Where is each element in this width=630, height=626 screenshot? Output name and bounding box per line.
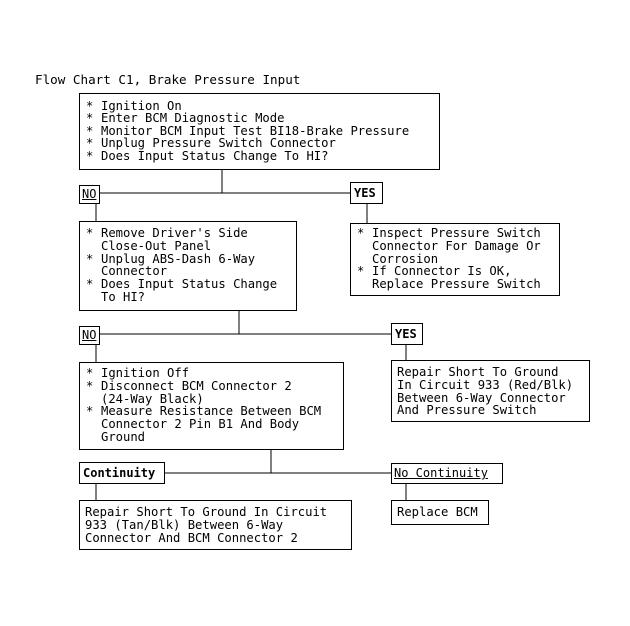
step2-yes-item: *Inspect Pressure Switch Connector For D… (357, 226, 541, 266)
step3-yes-line: Between 6-Way Connector (397, 390, 566, 405)
step3-no-item: *Disconnect BCM Connector 2 (24-Way Blac… (86, 378, 292, 406)
result-no-continuity-line: Replace BCM (397, 505, 478, 519)
branch1-yes-label: YES (350, 182, 383, 204)
step1-item: *Enter BCM Diagnostic Mode (86, 111, 285, 126)
branch2-no-label: NO (79, 326, 100, 345)
branch2-yes-label: YES (391, 323, 423, 345)
step3-yes-box: Repair Short To Ground In Circuit 933 (R… (391, 360, 590, 422)
result-continuity-line: Repair Short To Ground In Circuit (85, 505, 328, 519)
result-no-continuity-box: Replace BCM (391, 500, 489, 525)
result-continuity-line: Connector And BCM Connector 2 (85, 530, 298, 545)
step3-yes-line: In Circuit 933 (Red/Blk) (397, 377, 574, 392)
step3-yes-line: And Pressure Switch (397, 403, 537, 418)
step3-no-item: *Ignition Off (86, 366, 190, 380)
branch3-no-continuity-label: No Continuity (391, 463, 503, 484)
step1-item: *Does Input Status Change To HI? (86, 148, 329, 163)
step2-no-box: *Remove Driver's Side Close-Out Panel *U… (79, 221, 297, 311)
step3-no-item: *Measure Resistance Between BCM Connecto… (86, 404, 322, 444)
step1-item: *Ignition On (86, 99, 182, 113)
step1-box: *Ignition On *Enter BCM Diagnostic Mode … (79, 93, 440, 170)
step2-no-item: *Unplug ABS-Dash 6-Way Connector (86, 251, 256, 279)
step2-no-item: *Remove Driver's Side Close-Out Panel (86, 226, 248, 253)
step3-yes-line: Repair Short To Ground (397, 365, 559, 379)
result-continuity-box: Repair Short To Ground In Circuit 933 (T… (79, 500, 352, 550)
step2-no-item: *Does Input Status Change To HI? (86, 277, 278, 304)
step1-item: *Monitor BCM Input Test BI18-Brake Press… (86, 123, 410, 138)
branch1-no-label: NO (79, 185, 100, 204)
step2-yes-box: *Inspect Pressure Switch Connector For D… (350, 223, 560, 296)
result-continuity-line: 933 (Tan/Blk) Between 6-Way (85, 517, 284, 532)
step3-no-box: *Ignition Off *Disconnect BCM Connector … (79, 362, 344, 450)
branch3-continuity-label: Continuity (79, 462, 165, 484)
step2-yes-item: *If Connector Is OK, Replace Pressure Sw… (357, 264, 541, 292)
step1-item: *Unplug Pressure Switch Connector (86, 136, 336, 151)
page-title: Flow Chart C1, Brake Pressure Input (35, 72, 301, 87)
